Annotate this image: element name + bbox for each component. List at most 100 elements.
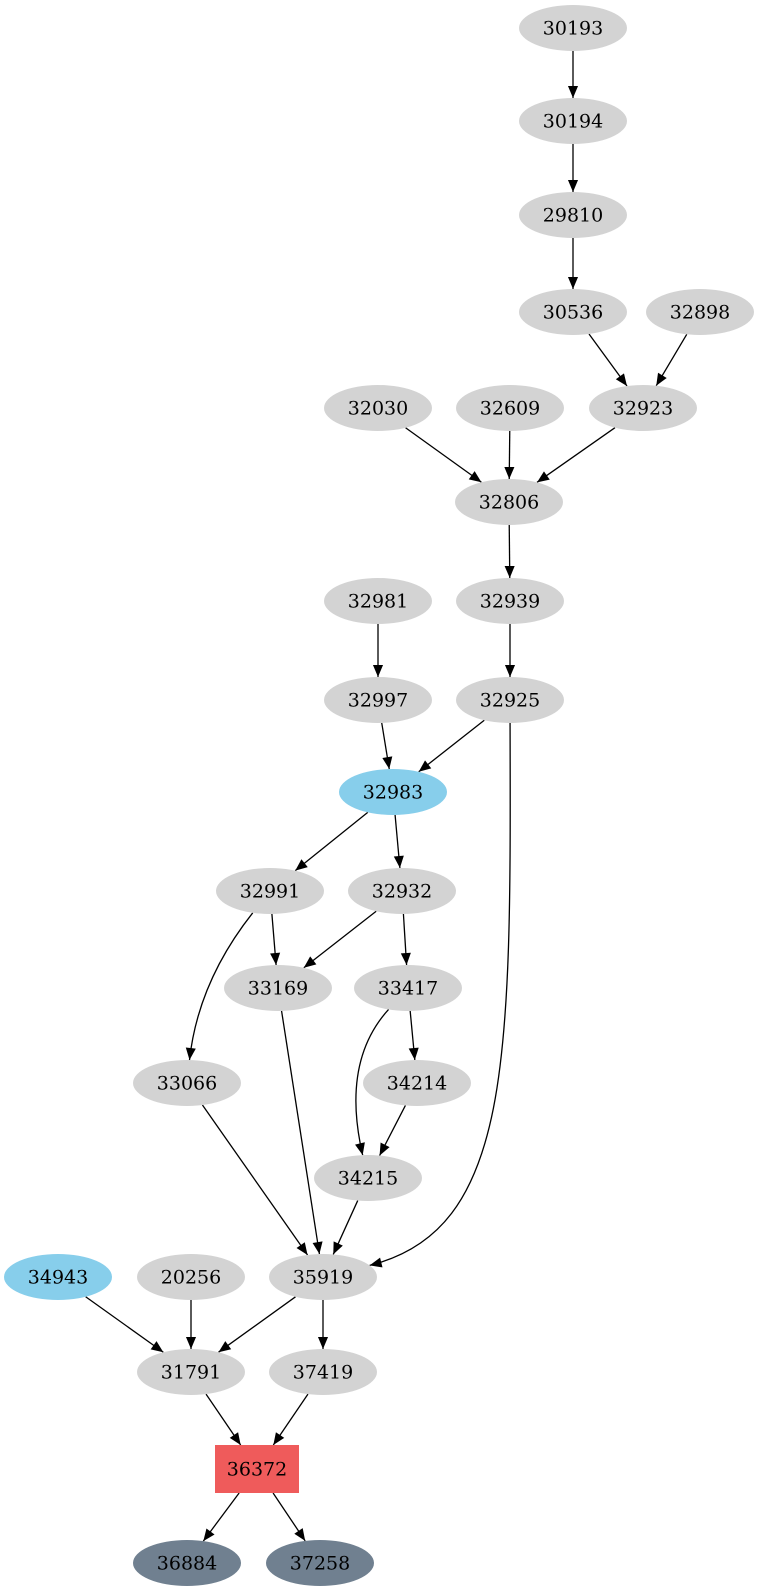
edge-32030-32806 — [405, 427, 482, 483]
edge-33417-34214 — [408, 1010, 419, 1061]
node-label: 20256 — [161, 1267, 221, 1289]
graph-node-32030[interactable]: 32030 — [324, 385, 432, 431]
edge-32925-32983 — [418, 719, 485, 773]
node-shape-ellipse — [519, 5, 627, 51]
graph-node-32939[interactable]: 32939 — [456, 578, 564, 624]
node-shape-ellipse — [646, 289, 754, 335]
graph-node-29810[interactable]: 29810 — [519, 192, 627, 238]
node-shape-ellipse — [455, 479, 563, 525]
node-label: 32609 — [480, 398, 540, 420]
node-shape-ellipse — [363, 1060, 471, 1106]
node-shape-ellipse — [137, 1349, 245, 1395]
node-label: 30536 — [543, 302, 603, 324]
node-shape-ellipse — [589, 385, 697, 431]
node-shape-ellipse — [269, 1254, 377, 1300]
edge-32806-32939 — [504, 524, 515, 579]
node-label: 32030 — [348, 398, 408, 420]
graph-node-33169[interactable]: 33169 — [224, 965, 332, 1011]
node-label: 37419 — [293, 1362, 353, 1384]
node-shape-box — [215, 1445, 299, 1493]
node-shape-ellipse — [224, 965, 332, 1011]
node-label: 33417 — [378, 978, 438, 1000]
node-label: 36372 — [227, 1459, 287, 1481]
node-shape-ellipse — [339, 769, 447, 815]
graph-node-34215[interactable]: 34215 — [314, 1155, 422, 1201]
graph-node-32923[interactable]: 32923 — [589, 385, 697, 431]
node-shape-ellipse — [456, 578, 564, 624]
node-label: 32806 — [479, 492, 539, 514]
node-label: 32925 — [480, 690, 540, 712]
graph-node-30193[interactable]: 30193 — [519, 5, 627, 51]
node-shape-ellipse — [314, 1155, 422, 1201]
node-shape-ellipse — [324, 578, 432, 624]
graph-node-30536[interactable]: 30536 — [519, 289, 627, 335]
node-label: 29810 — [543, 205, 603, 227]
graph-node-20256[interactable]: 20256 — [137, 1254, 245, 1300]
node-shape-ellipse — [324, 677, 432, 723]
edge-32932-33417 — [400, 913, 411, 966]
edge-32983-32932 — [393, 814, 404, 869]
node-shape-ellipse — [137, 1254, 245, 1300]
node-shape-ellipse — [519, 289, 627, 335]
node-label: 32939 — [480, 591, 540, 613]
graph-node-30194[interactable]: 30194 — [519, 98, 627, 144]
graph-node-31791[interactable]: 31791 — [137, 1349, 245, 1395]
edges-layer — [85, 51, 688, 1542]
graph-node-34214[interactable]: 34214 — [363, 1060, 471, 1106]
graph-node-32806[interactable]: 32806 — [455, 479, 563, 525]
graph-node-36884[interactable]: 36884 — [133, 1540, 241, 1586]
node-label: 30193 — [543, 18, 603, 40]
node-shape-ellipse — [324, 385, 432, 431]
graph-node-33417[interactable]: 33417 — [354, 965, 462, 1011]
node-label: 32981 — [348, 591, 408, 613]
graph-node-32981[interactable]: 32981 — [324, 578, 432, 624]
graph-node-37419[interactable]: 37419 — [269, 1349, 377, 1395]
nodes-layer: 30193 30194 29810 30536 32898 32030 32609 32923… — [4, 5, 754, 1586]
graph-node-33066[interactable]: 33066 — [133, 1060, 241, 1106]
edge-36372-37258 — [272, 1492, 306, 1542]
edge-33066-35919 — [201, 1104, 309, 1256]
graph-node-32997[interactable]: 32997 — [324, 677, 432, 723]
edge-32925-35919 — [369, 722, 511, 1268]
node-label: 32898 — [670, 302, 730, 324]
node-label: 32932 — [372, 881, 432, 903]
node-shape-ellipse — [133, 1540, 241, 1586]
node-label: 36884 — [157, 1553, 217, 1575]
graph-node-37258[interactable]: 37258 — [266, 1540, 374, 1586]
edge-30536-32923 — [588, 333, 628, 387]
edge-34215-35919 — [332, 1200, 359, 1255]
edge-36372-36884 — [202, 1492, 240, 1542]
node-label: 32983 — [363, 782, 423, 804]
node-shape-ellipse — [216, 868, 324, 914]
graph-node-32609[interactable]: 32609 — [456, 385, 564, 431]
graph-node-32898[interactable]: 32898 — [646, 289, 754, 335]
node-shape-ellipse — [456, 385, 564, 431]
graph-node-36372[interactable]: 36372 — [215, 1445, 299, 1493]
edge-32923-32806 — [536, 427, 616, 483]
graph-node-34943[interactable]: 34943 — [4, 1254, 112, 1300]
graph-node-35919[interactable]: 35919 — [269, 1254, 377, 1300]
node-shape-ellipse — [456, 677, 564, 723]
node-label: 32991 — [240, 881, 300, 903]
node-shape-ellipse — [269, 1349, 377, 1395]
edge-35919-31791 — [218, 1296, 296, 1353]
node-label: 32997 — [348, 690, 408, 712]
node-shape-ellipse — [266, 1540, 374, 1586]
node-label: 30194 — [543, 111, 603, 133]
edge-33169-35919 — [280, 1010, 323, 1255]
node-label: 35919 — [293, 1267, 353, 1289]
graph-node-32991[interactable]: 32991 — [216, 868, 324, 914]
graph-node-32983[interactable]: 32983 — [339, 769, 447, 815]
edge-32898-32923 — [655, 333, 688, 387]
edge-34943-31791 — [85, 1296, 164, 1353]
node-shape-ellipse — [354, 965, 462, 1011]
node-label: 33169 — [248, 978, 308, 1000]
edge-34214-34215 — [379, 1105, 406, 1156]
graph-node-32925[interactable]: 32925 — [456, 677, 564, 723]
edge-33417-34215 — [355, 1009, 390, 1156]
graph-node-32932[interactable]: 32932 — [348, 868, 456, 914]
node-label: 37258 — [290, 1553, 350, 1575]
edge-32997-32983 — [381, 722, 393, 770]
